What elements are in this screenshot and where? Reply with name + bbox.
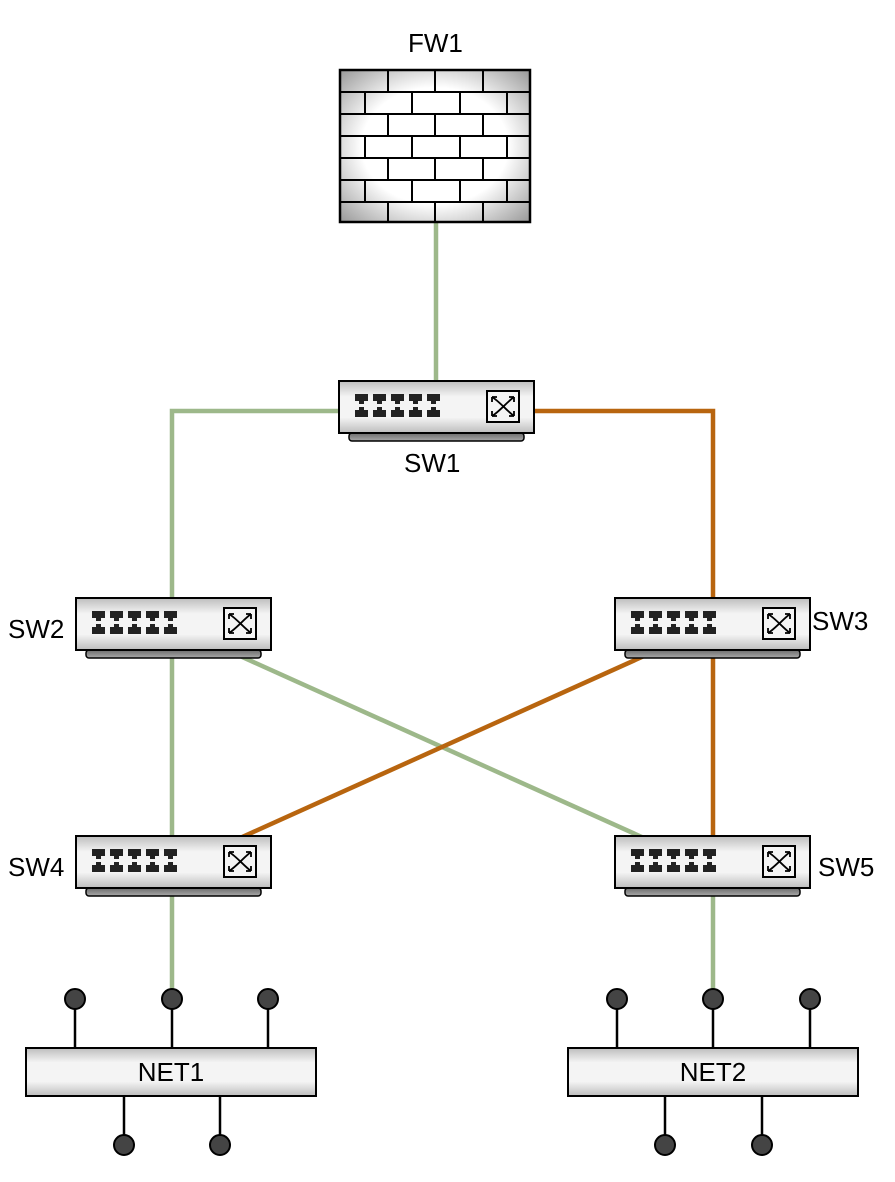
switch-sw4-label: SW4	[8, 852, 65, 882]
network-net1-label: NET1	[137, 1057, 205, 1087]
switch-sw3-icon[interactable]	[614, 597, 811, 659]
switch-sw2-label: SW2	[8, 614, 65, 644]
network-bus-net1-icon[interactable]	[25, 988, 317, 1156]
switch-sw4-icon[interactable]	[75, 835, 272, 897]
link-sw1-sw3	[530, 408, 716, 600]
switch-sw1-label: SW1	[404, 448, 461, 478]
switch-sw5-label: SW5	[818, 852, 875, 882]
firewall-label: FW1	[408, 28, 463, 58]
switch-sw3-label: SW3	[812, 606, 869, 636]
network-net2-label: NET2	[679, 1057, 747, 1087]
firewall-icon[interactable]	[338, 68, 532, 224]
switch-sw1-icon[interactable]	[338, 380, 535, 442]
switch-sw2-icon[interactable]	[75, 597, 272, 659]
switch-sw5-icon[interactable]	[614, 835, 811, 897]
link-sw3-sw4	[239, 653, 645, 841]
network-bus-net2-icon[interactable]	[567, 988, 859, 1156]
link-sw1-sw2	[169, 408, 342, 600]
